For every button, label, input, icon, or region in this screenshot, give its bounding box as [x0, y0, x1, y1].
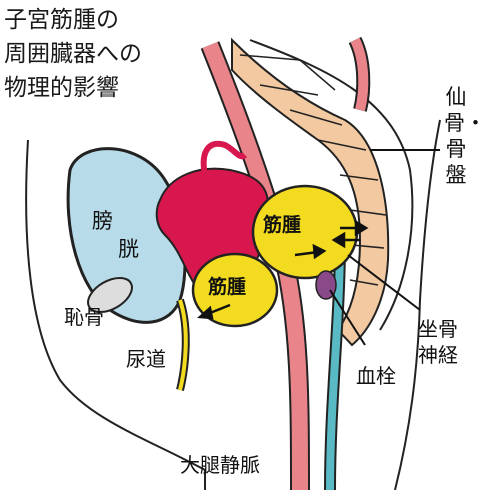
fibroid-front-shape: [191, 252, 279, 328]
fallopian-tube: [200, 140, 248, 176]
title-line-2: 周囲臓器への: [4, 41, 142, 67]
leader-nerve: [347, 254, 421, 311]
sacrum-outer-shell: [249, 39, 414, 331]
bladder-shape: [66, 147, 187, 324]
sciatic-nerve-label-2: 神経: [418, 343, 458, 367]
urethra-label: 尿道: [126, 347, 166, 371]
leader-clot: [329, 289, 366, 346]
sciatic-nerve-fill: [326, 239, 344, 490]
body-outline: [25, 119, 441, 490]
pubic-bone-label: 恥骨: [64, 305, 104, 329]
fibroid-back-label: 筋腫: [263, 214, 302, 236]
sciatic-nerve-label-1: 坐骨: [418, 317, 458, 341]
fibroid-front-label: 筋腫: [208, 276, 247, 298]
blood-clot-label: 血栓: [356, 364, 396, 388]
urethra-tube-fill: [178, 299, 188, 391]
title-line-3: 物理的影響: [4, 75, 119, 101]
pubic-bone-shape: [87, 276, 133, 314]
pressure-arrows: [197, 219, 369, 320]
femoral-vein-label: 大腿静脈: [180, 453, 260, 477]
vessel-back-inner: [350, 37, 369, 112]
bladder-label-2: 胱: [118, 237, 139, 261]
bladder-label-1: 膀: [92, 209, 113, 233]
sacrum-pelvis-label: 仙骨・骨盤: [444, 85, 480, 187]
title-line-1: 子宮筋腫の: [4, 7, 119, 33]
